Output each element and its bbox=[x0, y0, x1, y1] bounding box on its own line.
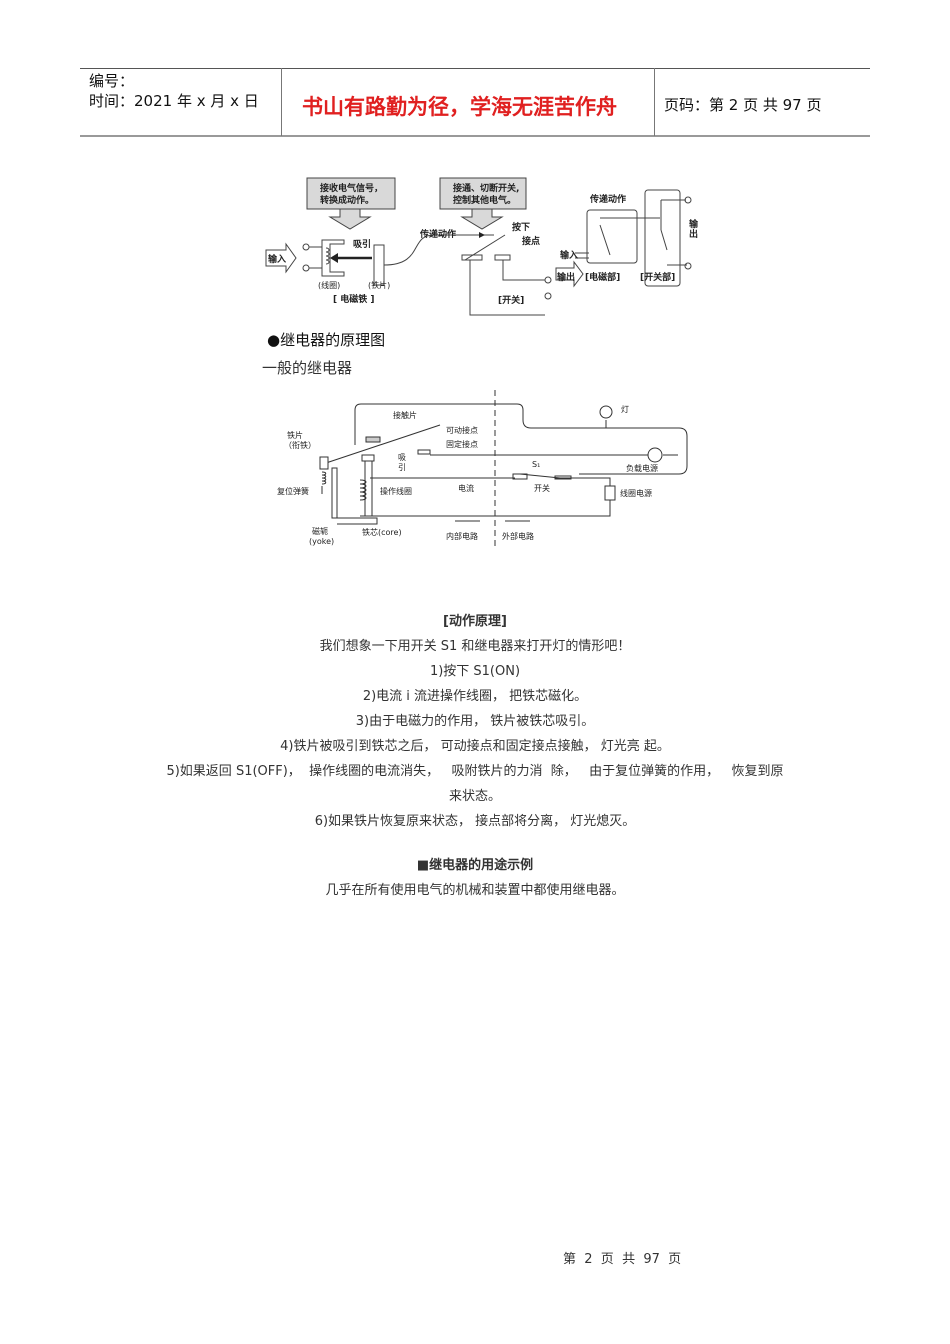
attract-label-1: 吸 bbox=[398, 453, 406, 462]
yoke-label: 磁轭 bbox=[312, 527, 328, 536]
page-footer: 第 2 页 共 97 页 bbox=[563, 1252, 682, 1267]
lamp-label: 灯 bbox=[621, 405, 629, 414]
header-bottom-rule bbox=[80, 135, 870, 137]
output-vertical-label: 输出 bbox=[689, 220, 699, 240]
switch-part-label: [开关部] bbox=[640, 273, 676, 283]
page-indicator: 页码：第 2 页 共 97 页 bbox=[664, 96, 822, 114]
inner-circuit-label: 内部电路 bbox=[446, 532, 478, 541]
principle-heading: [动作原理] bbox=[443, 614, 507, 629]
box-switch-label-2: 控制其他电气。 bbox=[453, 196, 517, 206]
movable-contact-label: 可动接点 bbox=[446, 426, 478, 435]
armature-label: （衔铁） bbox=[284, 441, 316, 450]
s1-label: S₁ bbox=[532, 460, 541, 469]
core-label: 铁芯(core) bbox=[362, 528, 402, 537]
box-receive-label-2: 转换成动作。 bbox=[320, 196, 375, 206]
step-5: 5)如果返回 S1(OFF)， 操作线圈的电流消失， 吸附铁片的力消 除， 由于… bbox=[166, 764, 784, 779]
reset-spring-label: 复位弹簧 bbox=[277, 487, 309, 496]
step-2: 2)电流 i 流进操作线圈， 把铁芯磁化。 bbox=[362, 689, 588, 704]
doc-number-label: 编号： bbox=[89, 72, 135, 90]
step-1: 1)按下 S1(ON) bbox=[429, 664, 521, 679]
switch-label: [开关] bbox=[498, 296, 525, 306]
box-switch-label: 接通、切断开关, bbox=[453, 184, 520, 194]
step-4: 4)铁片被吸引到铁芯之后， 可动接点和固定接点接触， 灯光亮 起。 bbox=[280, 739, 670, 754]
relay-concept-diagram bbox=[265, 177, 692, 316]
yoke-en-label: (yoke) bbox=[309, 537, 335, 546]
contact-piece-label: 接触片 bbox=[393, 411, 417, 420]
attract-label: 吸引 bbox=[353, 240, 372, 250]
step-5-cont: 来状态。 bbox=[448, 789, 501, 804]
doc-time: 时间：2021 年 x 月 x 日 bbox=[89, 92, 259, 110]
section-subtitle: 一般的继电器 bbox=[262, 359, 353, 377]
electromagnet-label: [ 电磁铁 ] bbox=[333, 295, 375, 305]
operating-coil-label: 操作线圈 bbox=[380, 487, 412, 496]
transmit-label-2: 传递动作 bbox=[590, 195, 627, 205]
header-divider bbox=[654, 68, 655, 136]
switch-label-2: 开关 bbox=[534, 484, 550, 493]
step-3: 3)由于电磁力的作用， 铁片被铁芯吸引。 bbox=[355, 714, 595, 729]
uses-text: 几乎在所有使用电气的机械和装置中都使用继电器。 bbox=[325, 883, 625, 898]
outer-circuit-label: 外部电路 bbox=[502, 532, 534, 541]
input-label-2: 输入 bbox=[560, 251, 579, 261]
principle-intro: 我们想象一下用开关 S1 和继电器来打开灯的情形吧！ bbox=[319, 639, 631, 654]
relay-circuit-diagram bbox=[319, 390, 688, 550]
iron-plate-label: 铁片 bbox=[287, 431, 303, 440]
uses-heading: ■继电器的用途示例 bbox=[416, 858, 534, 873]
fixed-contact-label: 固定接点 bbox=[446, 440, 478, 449]
coil-power-label: 线圈电源 bbox=[620, 489, 652, 498]
contact-label: 接点 bbox=[522, 237, 541, 247]
header-motto: 书山有路勤为径，学海无涯苦作舟 bbox=[302, 95, 617, 119]
electromagnetic-part-label: [电磁部] bbox=[585, 273, 621, 283]
output-label: 输出 bbox=[557, 273, 576, 283]
box-receive-label: 接收电气信号， bbox=[320, 184, 384, 194]
header-top-rule bbox=[80, 68, 870, 69]
header-divider bbox=[281, 68, 282, 136]
input-label: 输入 bbox=[268, 255, 287, 265]
attract-label-2: 引 bbox=[398, 463, 406, 472]
section-title: ●继电器的原理图 bbox=[267, 331, 386, 349]
load-power-label: 负载电源 bbox=[626, 464, 658, 473]
coil-label: (线圈) bbox=[318, 281, 341, 290]
press-label: 按下 bbox=[512, 223, 531, 233]
iron-label: (铁片) bbox=[368, 281, 391, 290]
current-label: 电流 bbox=[458, 484, 474, 493]
step-6: 6)如果铁片恢复原来状态， 接点部将分离， 灯光熄灭。 bbox=[314, 814, 636, 829]
transmit-label: 传递动作 bbox=[420, 230, 457, 240]
